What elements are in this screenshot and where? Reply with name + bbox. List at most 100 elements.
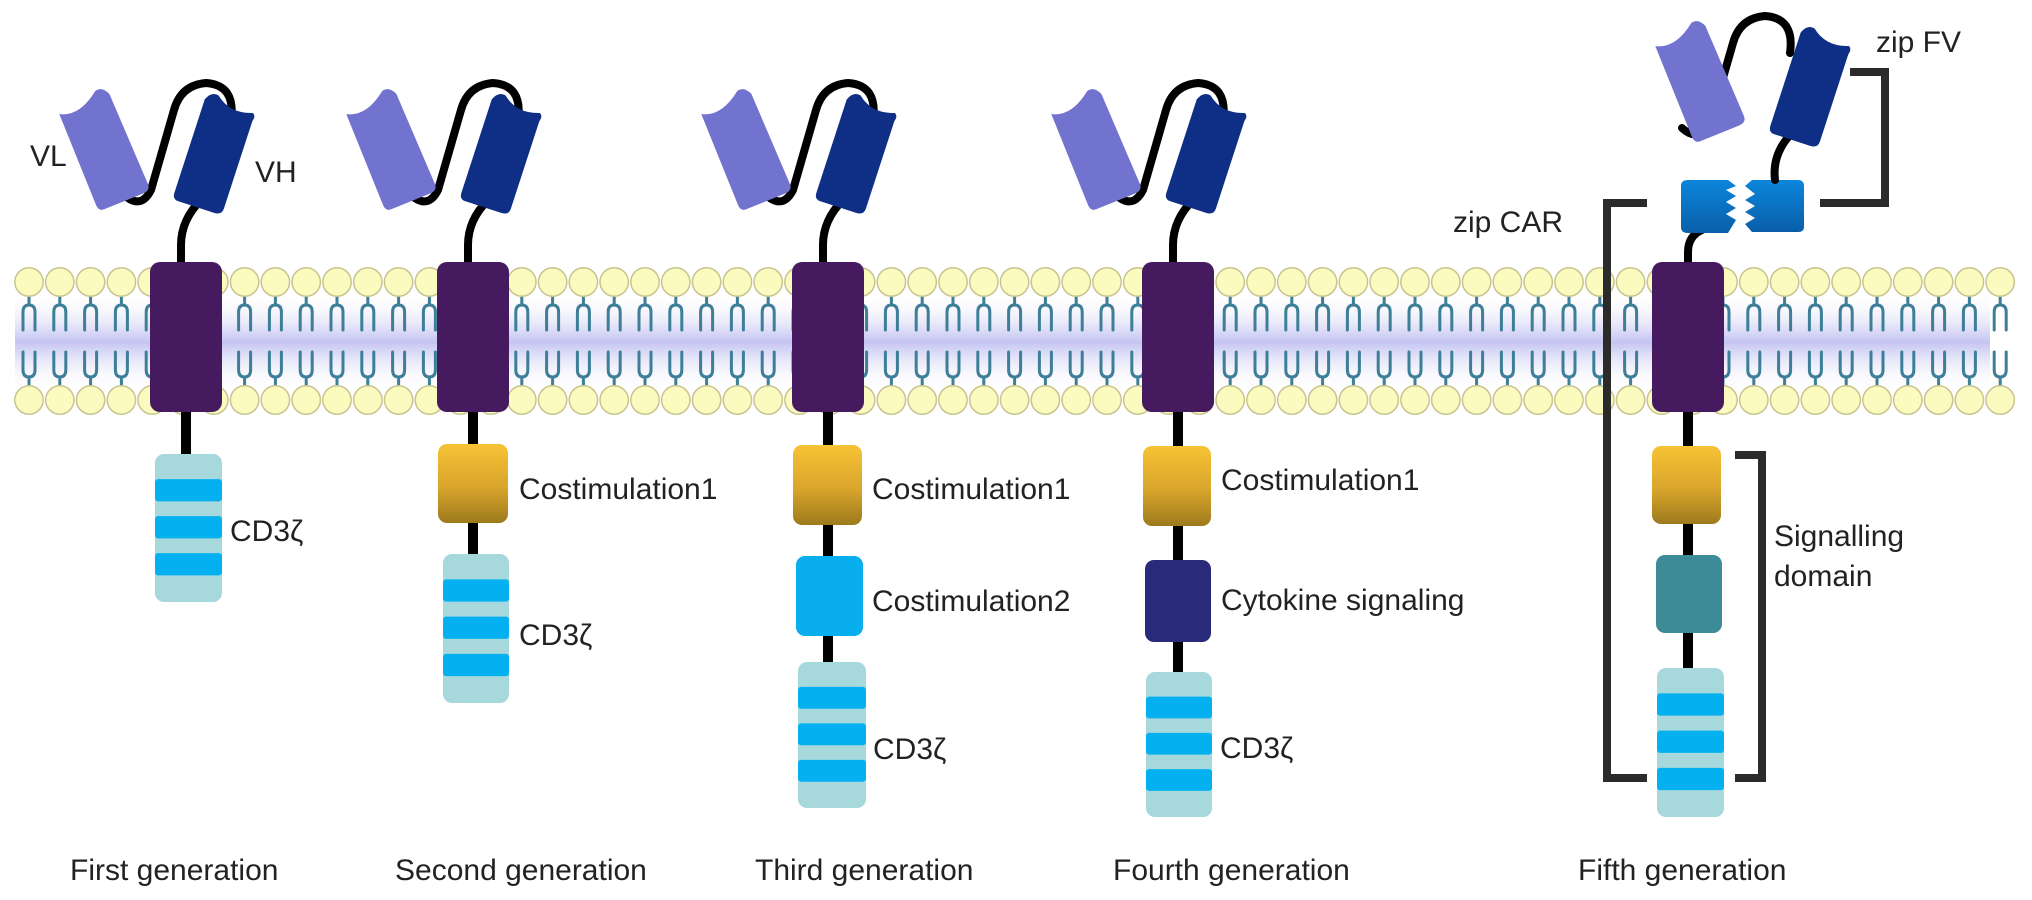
vh-domain (1165, 94, 1247, 214)
itam-band (798, 759, 866, 782)
itam-band (1657, 730, 1724, 753)
costimulation1-domain (1143, 446, 1211, 526)
lipid-pair (968, 267, 999, 415)
lipid-tail-lower (267, 350, 283, 388)
scfv-stem (464, 196, 492, 270)
lipid-head-upper (1554, 267, 1584, 297)
lipid-pair (999, 267, 1030, 415)
scfv-linker (120, 78, 236, 206)
gen4-costim1-label: Costimulation1 (1221, 464, 1419, 497)
gen2-costim1-label: Costimulation1 (519, 473, 717, 506)
lipid-tail-upper (976, 294, 992, 332)
lipid-pair (938, 267, 968, 415)
lipid-pair (106, 267, 137, 415)
lipid-tail-lower (1284, 350, 1300, 388)
lipid-tail-upper (575, 294, 591, 332)
lipid-tail-lower (1931, 350, 1947, 388)
lipid-pair (1862, 267, 1892, 415)
car-construct-gen2 (346, 78, 542, 703)
lipid-tail-upper (1345, 294, 1361, 332)
itam-band (1146, 696, 1212, 719)
lipid-head-upper (352, 267, 383, 297)
transmembrane-domain (1142, 262, 1214, 412)
car-construct-gen3 (701, 78, 897, 808)
lipid-pair (1615, 267, 1646, 415)
lipid-head-upper (1738, 267, 1769, 297)
vl-domain (701, 89, 791, 210)
lipid-tail-lower (391, 350, 407, 388)
lipid-head-lower (1862, 385, 1892, 415)
lipid-tail-lower (113, 350, 129, 388)
lipid-head-upper (599, 267, 630, 297)
lipid-head-lower (14, 385, 44, 415)
lipid-tail-upper (360, 294, 376, 332)
lipid-tail-upper (1407, 294, 1423, 332)
lipid-head-lower (1430, 385, 1461, 415)
lipid-tail-upper (52, 294, 68, 332)
lipid-head-lower (1769, 385, 1800, 415)
lipid-tail-upper (1530, 294, 1546, 332)
itam-band (155, 516, 222, 539)
lipid-head-upper (1954, 267, 1985, 297)
scfv (346, 78, 542, 270)
lipid-head-lower (1461, 385, 1492, 415)
lipid-pair (14, 267, 44, 415)
zip-fv-domain (1745, 180, 1804, 232)
gen3-costim2-label: Costimulation2 (872, 585, 1070, 618)
cd3z-domain (1146, 672, 1212, 817)
lipid-tail-upper (298, 294, 314, 332)
lipid-pair (1769, 267, 1800, 415)
lipid-tail-lower (1438, 350, 1454, 388)
lipid-tail-upper (1438, 294, 1454, 332)
itam-band (443, 616, 509, 639)
lipid-pair (1246, 267, 1276, 415)
vl-shape (701, 89, 791, 210)
lipid-pair (722, 267, 753, 415)
lipid-tail-upper (637, 294, 653, 332)
vh-domain (1769, 27, 1851, 147)
lipid-pair (1892, 267, 1923, 415)
lipid-pair (1554, 267, 1584, 415)
lipid-tail-lower (760, 350, 776, 388)
lipid-tail-lower (945, 350, 961, 388)
lipid-tail-upper (1961, 294, 1977, 332)
car-construct-gen5 (1603, 11, 1889, 817)
lipid-head-upper (506, 267, 537, 297)
lipid-head-upper (722, 267, 753, 297)
zip-fv-bracket (1820, 68, 1889, 207)
lipid-tail-upper (267, 294, 283, 332)
lipid-pair (691, 267, 722, 415)
scfv-stem (177, 196, 205, 270)
lipid-pair (229, 267, 260, 415)
lipid-pair (1276, 267, 1307, 415)
lipid-tail-lower (1037, 350, 1053, 388)
lipid-pair (660, 267, 691, 415)
itam-band (1657, 693, 1724, 716)
lipid-tail-lower (1746, 350, 1762, 388)
lipid-pair (506, 267, 537, 415)
gen4-title: Fourth generation (1113, 854, 1350, 887)
car-construct-gen4 (1051, 78, 1247, 817)
lipid-tail-lower (1222, 350, 1238, 388)
vl-label: VL (30, 140, 67, 173)
lipid-head-lower (1738, 385, 1769, 415)
lipid-head-lower (876, 385, 907, 415)
scfv-stem (1169, 196, 1197, 270)
lipid-head-lower (1831, 385, 1862, 415)
lipid-tail-upper (237, 294, 253, 332)
lipid-head-upper (44, 267, 75, 297)
gen4-cd3z-label: CD3ζ (1220, 732, 1293, 765)
lipid-tail-lower (1777, 350, 1793, 388)
lipid-head-upper (1338, 267, 1369, 297)
lipid-head-upper (1246, 267, 1276, 297)
lipid-tail-upper (1499, 294, 1515, 332)
zip-car-stem (1684, 226, 1706, 270)
lipid-head-lower (1246, 385, 1276, 415)
vl-domain (346, 89, 436, 210)
lipid-head-lower (722, 385, 753, 415)
lipid-head-upper (1430, 267, 1461, 297)
lipid-head-upper (1276, 267, 1307, 297)
lipid-pair (1738, 267, 1769, 415)
lipid-tail-upper (1253, 294, 1269, 332)
lipid-tail-lower (1499, 350, 1515, 388)
